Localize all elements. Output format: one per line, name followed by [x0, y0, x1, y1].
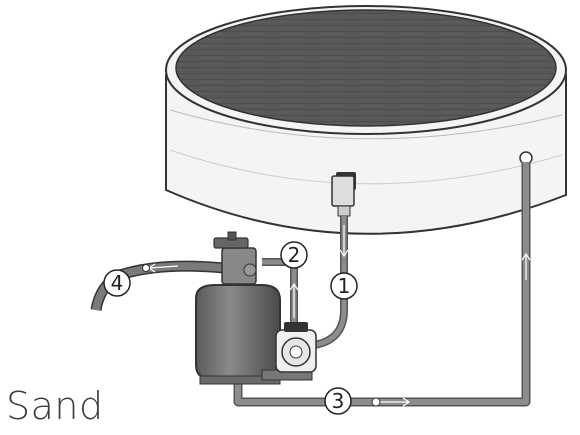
- diagram-caption: Sand: [6, 384, 104, 428]
- filter-tank: [195, 284, 281, 381]
- skimmer: [331, 172, 356, 217]
- waste-valve: [142, 264, 150, 272]
- flow-arrow-return-up: [521, 252, 531, 280]
- sand-filter: [195, 231, 281, 385]
- flow-arrow-return-right: [380, 397, 411, 407]
- marker-4: 4: [103, 269, 131, 297]
- marker-2-label: 2: [288, 243, 301, 267]
- pool: [165, 5, 567, 235]
- marker-1-label: 1: [338, 274, 351, 298]
- marker-2: 2: [280, 241, 308, 269]
- marker-3: 3: [324, 387, 352, 415]
- return-valve: [371, 397, 381, 407]
- pool-cover: [175, 9, 557, 127]
- marker-4-label: 4: [111, 271, 124, 295]
- flow-arrow-suction: [339, 225, 349, 258]
- marker-1: 1: [330, 272, 358, 300]
- marker-3-label: 3: [332, 389, 345, 413]
- pump: [261, 322, 317, 381]
- flow-arrow-pump-up: [289, 282, 299, 318]
